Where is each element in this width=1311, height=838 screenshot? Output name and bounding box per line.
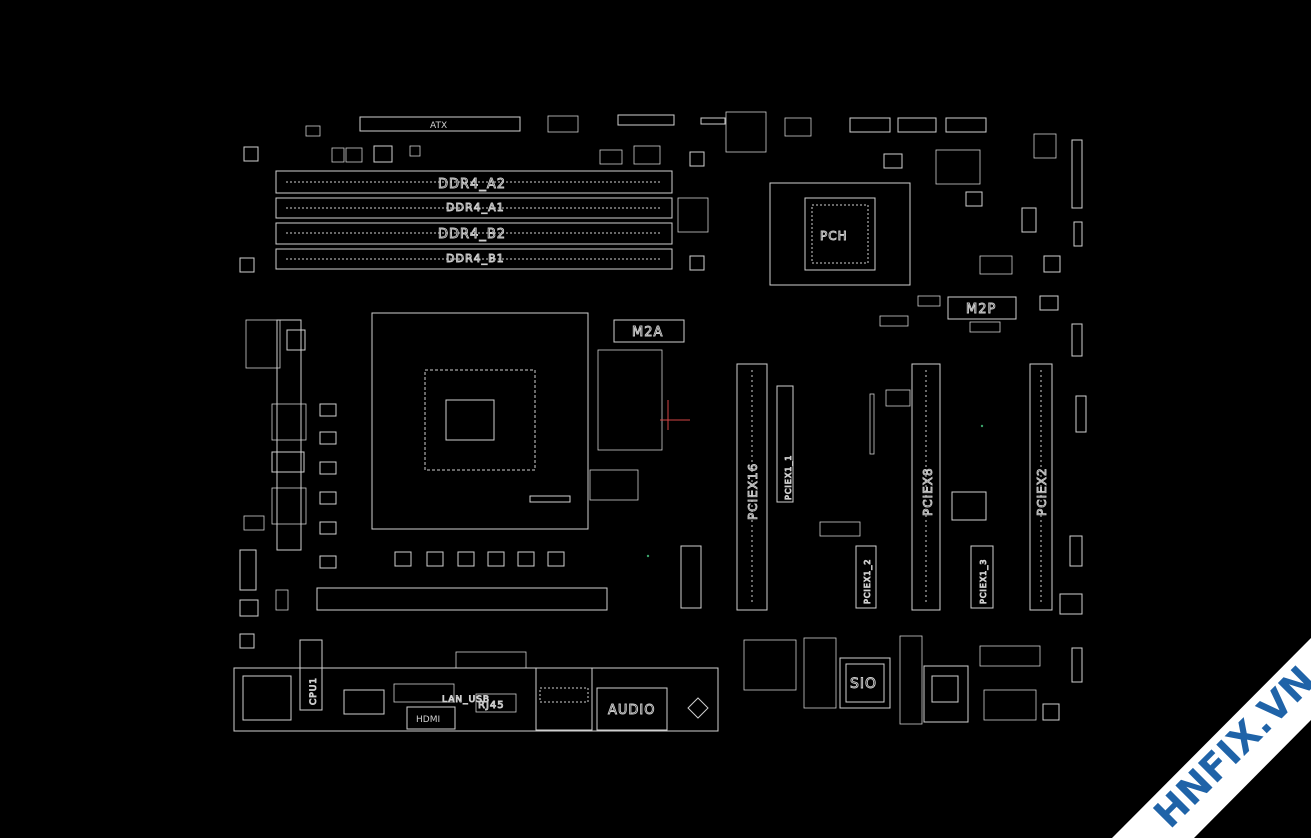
label-ddr-a2: DDR4_A2 <box>438 177 506 192</box>
label-pciex1-2: PCIEX1_2 <box>863 559 872 604</box>
sio-chip[interactable] <box>839 657 891 709</box>
label-pciex2: PCIEX2 <box>1035 467 1049 516</box>
label-atx: ATX <box>430 121 447 131</box>
watermark: HNFIX.VN <box>1112 638 1311 838</box>
label-cpu1: CPU1 <box>309 677 319 705</box>
ddr4-slot-a1[interactable] <box>275 197 673 219</box>
label-m2a: M2A <box>632 325 663 340</box>
label-pch: PCH <box>820 229 848 243</box>
hdmi-connector[interactable] <box>406 706 456 730</box>
atx-power-connector[interactable] <box>359 116 521 132</box>
cpu-socket[interactable] <box>371 312 589 530</box>
audio-connector[interactable] <box>596 687 668 731</box>
pciex1-slot-3[interactable] <box>970 545 994 609</box>
pciex16-slot[interactable] <box>736 363 768 611</box>
ddr4-slot-b1[interactable] <box>275 248 673 270</box>
watermark-text: HNFIX.VN <box>1145 658 1311 837</box>
label-ddr-a1: DDR4_A1 <box>446 201 505 214</box>
label-ddr-b2: DDR4_B2 <box>438 227 506 242</box>
pch-area[interactable] <box>769 182 911 286</box>
label-sio: SIO <box>850 676 877 692</box>
label-hdmi: HDMI <box>416 715 440 725</box>
m2a-slot[interactable] <box>613 319 685 343</box>
label-rj45: RJ45 <box>478 700 505 711</box>
label-ddr-b1: DDR4_B1 <box>446 252 505 265</box>
pciex8-slot[interactable] <box>911 363 941 611</box>
label-m2p: M2P <box>966 302 996 317</box>
label-pciex8: PCIEX8 <box>921 467 935 516</box>
pciex2-slot[interactable] <box>1029 363 1053 611</box>
label-lan-usb: LAN_USB <box>442 695 490 705</box>
ddr4-slot-b2[interactable] <box>275 222 673 245</box>
ddr4-slot-a2[interactable] <box>275 170 673 194</box>
label-pciex1-3: PCIEX1_3 <box>979 559 988 604</box>
label-pciex1-1: PCIEX1_1 <box>784 455 793 500</box>
label-pciex16: PCIEX16 <box>746 463 760 520</box>
label-audio: AUDIO <box>608 703 656 718</box>
pch-chip[interactable] <box>804 197 876 271</box>
m2p-slot[interactable] <box>947 296 1017 320</box>
pciex1-slot-2[interactable] <box>855 545 877 609</box>
rj45-lan-usb-connector[interactable] <box>535 667 593 731</box>
pciex1-slot-1[interactable] <box>776 385 794 503</box>
